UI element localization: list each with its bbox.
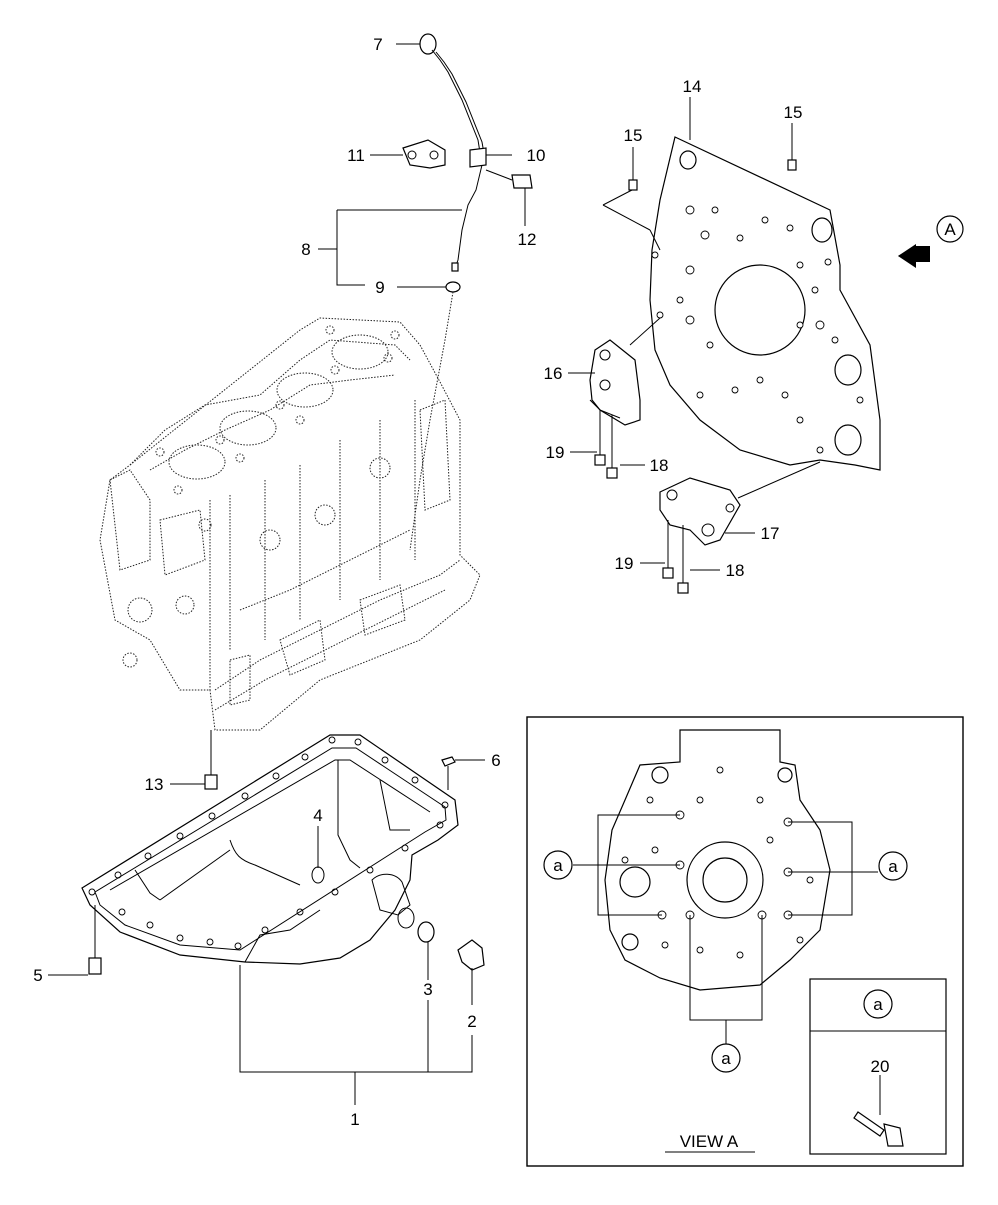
marker-a-bottom: a xyxy=(721,1049,731,1068)
drain-plug-2 xyxy=(457,939,485,971)
callout-10: 10 xyxy=(527,146,546,165)
callout-9: 9 xyxy=(375,278,384,297)
dipstick xyxy=(402,33,533,551)
callout-16: 16 xyxy=(544,364,563,383)
view-a-arrow xyxy=(898,215,964,268)
bracket-17 xyxy=(659,477,741,594)
callout-18-upper: 18 xyxy=(650,456,669,475)
gasket-3 xyxy=(417,921,435,943)
marker-a-right: a xyxy=(888,857,898,876)
bolt-13 xyxy=(204,730,218,790)
callout-8: 8 xyxy=(301,240,310,259)
callout-3: 3 xyxy=(423,980,432,999)
callout-19-lower: 19 xyxy=(615,554,634,573)
bracket-16 xyxy=(589,339,641,479)
marker-a-left: a xyxy=(553,856,563,875)
callout-11: 11 xyxy=(347,146,365,165)
callout-2: 2 xyxy=(467,1012,476,1031)
callouts: 1 2 3 4 5 6 7 8 9 10 11 12 13 14 15 15 1… xyxy=(33,35,956,1151)
callout-4: 4 xyxy=(313,806,322,825)
view-ref-label: A xyxy=(944,220,956,239)
callout-14: 14 xyxy=(683,77,702,96)
legend-marker-a: a xyxy=(873,995,883,1014)
callout-20: 20 xyxy=(871,1057,890,1076)
leader-lines xyxy=(48,43,793,1105)
bolt-5 xyxy=(88,905,102,975)
callout-15-right: 15 xyxy=(784,103,803,122)
rear-plate xyxy=(602,136,881,471)
cylinder-block xyxy=(99,317,481,731)
callout-1: 1 xyxy=(350,1110,359,1129)
callout-12: 12 xyxy=(518,230,537,249)
callout-17: 17 xyxy=(761,524,780,543)
callout-19-upper: 19 xyxy=(546,443,565,462)
callout-15-left: 15 xyxy=(624,126,643,145)
callout-6: 6 xyxy=(491,751,500,770)
oil-pan xyxy=(81,734,459,965)
callout-18-lower: 18 xyxy=(726,561,745,580)
callout-13: 13 xyxy=(145,775,164,794)
callout-5: 5 xyxy=(33,966,42,985)
view-a-title: VIEW A xyxy=(680,1132,739,1151)
callout-7: 7 xyxy=(373,35,382,54)
view-a-panel xyxy=(526,716,964,1167)
plug-6 xyxy=(441,756,456,790)
